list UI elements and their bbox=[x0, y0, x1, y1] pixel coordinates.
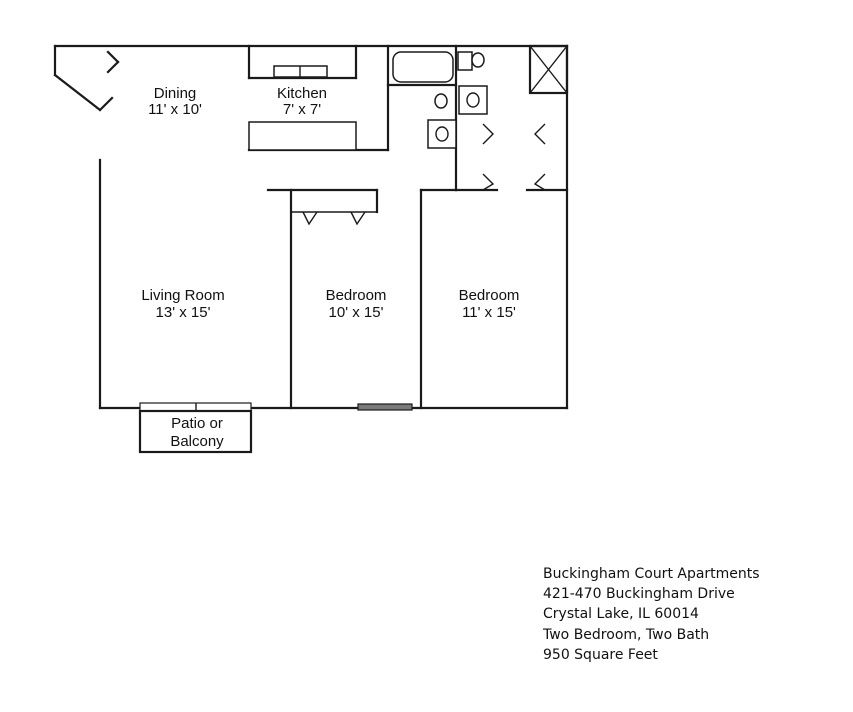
living-room-slider bbox=[139, 402, 252, 412]
square-footage: 950 Square Feet bbox=[543, 646, 658, 663]
city-state-zip: Crystal Lake, IL 60014 bbox=[543, 606, 699, 623]
property-info: Buckingham Court Apartments 421-470 Buck… bbox=[543, 564, 760, 665]
kitchen-counter bbox=[248, 121, 357, 151]
bedroom-1-window bbox=[357, 403, 413, 411]
bedroom-2-size: 11' x 15' bbox=[462, 304, 516, 321]
toilet-1 bbox=[471, 52, 485, 68]
bedroom-2-label: Bedroom bbox=[459, 287, 520, 304]
patio-label-line-1: Patio or bbox=[171, 415, 223, 432]
sink-1 bbox=[458, 85, 488, 115]
entry-door bbox=[53, 50, 120, 112]
utility-shaft bbox=[528, 44, 569, 95]
bathtub bbox=[392, 51, 454, 83]
patio-label-line-2: Balcony bbox=[170, 433, 224, 450]
dining-size: 11' x 10' bbox=[148, 101, 202, 118]
dining-label: Dining bbox=[154, 85, 197, 102]
living-room-size: 13' x 15' bbox=[156, 304, 211, 321]
living-room-label: Living Room bbox=[141, 287, 224, 304]
patio-outline bbox=[138, 409, 253, 454]
unit-layout: Two Bedroom, Two Bath bbox=[543, 626, 710, 643]
closet-doors-right bbox=[454, 123, 569, 192]
sink-2 bbox=[427, 119, 457, 149]
street-address: 421-470 Buckingham Drive bbox=[543, 586, 735, 603]
property-name: Buckingham Court Apartments bbox=[543, 566, 760, 582]
vanity-1 bbox=[457, 51, 473, 71]
toilet-2 bbox=[434, 93, 448, 109]
kitchen-size: 7' x 7' bbox=[283, 101, 321, 118]
bedroom-1-walls bbox=[266, 188, 379, 410]
kitchen-stove bbox=[273, 65, 328, 78]
bedroom-1-label: Bedroom bbox=[326, 287, 387, 304]
bedroom-1-size: 10' x 15' bbox=[329, 304, 384, 321]
bathroom-1 bbox=[386, 44, 488, 192]
kitchen-label: Kitchen bbox=[277, 85, 327, 102]
